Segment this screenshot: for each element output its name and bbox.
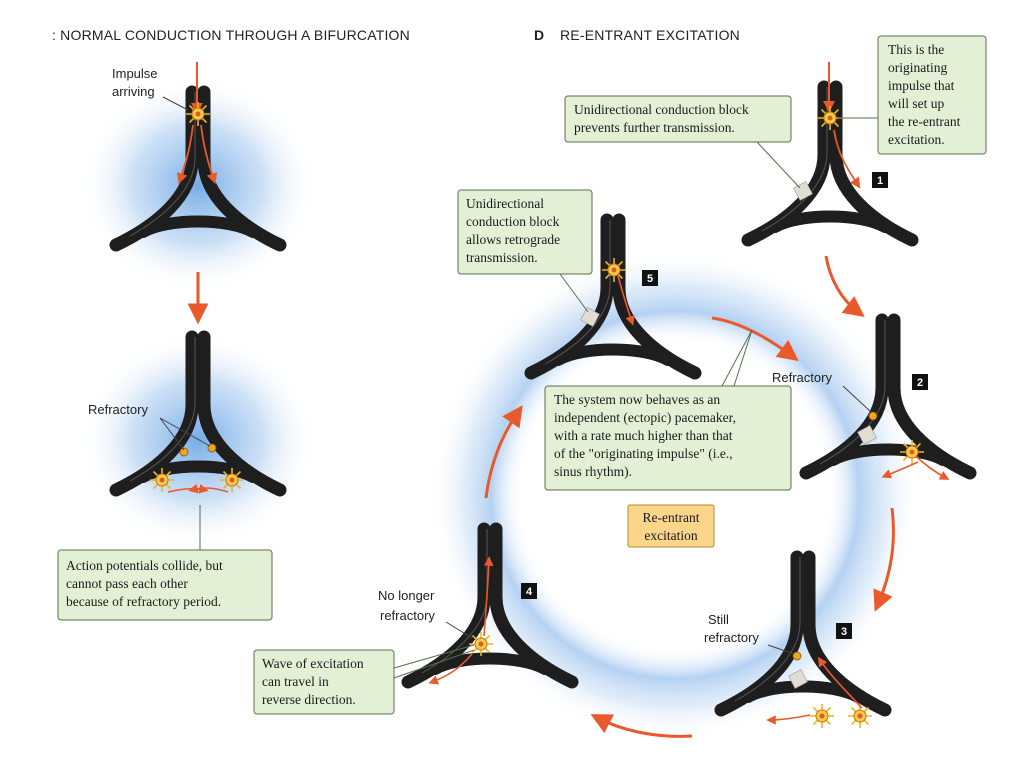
impulse-c-left bbox=[176, 124, 194, 185]
callout-collide-line-2: cannot pass each other bbox=[66, 576, 188, 591]
impulse-label-1: Impulse bbox=[112, 66, 158, 81]
callout-originating bbox=[877, 35, 987, 155]
callout-originating-line-4: will set up bbox=[888, 96, 944, 111]
callout-collide-line-3: because of refractory period. bbox=[66, 594, 221, 609]
callout-reverse-pointer-2 bbox=[393, 649, 475, 679]
callout-reverse-pointer-1 bbox=[393, 644, 475, 669]
callout-retrograde-line-3: allows retrograde bbox=[466, 232, 560, 247]
callout-reverse-line-1: Wave of excitation bbox=[262, 656, 364, 671]
callout-collide bbox=[57, 549, 273, 621]
callout-originating-line-5: the re-entrant bbox=[888, 114, 961, 129]
block-5 bbox=[580, 307, 600, 327]
block-2 bbox=[857, 425, 877, 445]
impulse-leader bbox=[162, 96, 189, 111]
still-refractory-leader bbox=[767, 644, 795, 655]
refractory-dot-3 bbox=[792, 651, 802, 661]
impulse-spark-4 bbox=[468, 631, 494, 657]
callout-block-line-2: prevents further transmission. bbox=[574, 120, 735, 135]
no-longer-label-1: No longer bbox=[378, 588, 435, 603]
impulse-4-down bbox=[428, 653, 473, 685]
step-1-badge bbox=[872, 172, 888, 188]
step-3-badge bbox=[836, 623, 852, 639]
callout-reverse-line-3: reverse direction. bbox=[262, 692, 356, 707]
callout-pacemaker-pointer-1 bbox=[721, 329, 753, 387]
callout-collide-line-1: Action potentials collide, but bbox=[66, 558, 223, 573]
step-5-number: 5 bbox=[647, 273, 653, 285]
impulse-5-down bbox=[617, 275, 635, 326]
impulse-4-up bbox=[483, 556, 494, 637]
impulse-spark-5 bbox=[601, 257, 627, 283]
impulse-spark-3-left bbox=[809, 703, 835, 729]
callout-reverse-line-2: can travel in bbox=[262, 674, 329, 689]
impulse-c-right bbox=[200, 124, 218, 185]
impulse-spark-3-right bbox=[847, 703, 873, 729]
callout-retrograde-line-4: transmission. bbox=[466, 250, 538, 265]
impulse-3-left bbox=[766, 714, 811, 725]
impulse-3-up bbox=[817, 656, 863, 709]
callout-originating-line-6: excitation. bbox=[888, 132, 945, 147]
re-entrant-glow-ring bbox=[430, 250, 920, 740]
callout-pacemaker-pointer-2 bbox=[733, 329, 753, 387]
no-longer-leader bbox=[445, 621, 473, 639]
refractory-label-2: Refractory bbox=[772, 370, 832, 385]
panel-d-heading: RE-ENTRANT EXCITATION bbox=[560, 27, 740, 43]
panel-d-letter: D bbox=[534, 27, 544, 43]
callout-block bbox=[564, 95, 792, 143]
refractory-leader-c-1 bbox=[159, 417, 185, 451]
still-refractory-label-1: Still bbox=[708, 612, 729, 627]
block-3 bbox=[788, 669, 808, 689]
no-longer-label-2: refractory bbox=[380, 608, 435, 623]
callout-pacemaker-line-3: with a rate much higher than that bbox=[554, 428, 733, 443]
callout-retrograde-line-2: conduction block bbox=[466, 214, 560, 229]
callout-pacemaker-line-4: of the "originating impulse" (i.e., bbox=[554, 446, 733, 461]
arrow-2-to-3 bbox=[873, 507, 895, 612]
callout-pacemaker bbox=[544, 385, 792, 491]
callout-pacemaker-line-5: sinus rhythm). bbox=[554, 464, 632, 479]
callout-pacemaker-line-2: independent (ectopic) pacemaker, bbox=[554, 410, 736, 425]
step-5-badge bbox=[642, 270, 658, 286]
step-2-badge bbox=[912, 374, 928, 390]
step-3-number: 3 bbox=[841, 626, 847, 638]
callout-block-pointer bbox=[756, 141, 801, 189]
callout-retrograde-pointer bbox=[559, 273, 589, 313]
arrow-3-to-4 bbox=[590, 714, 693, 738]
refractory-dot-2 bbox=[868, 411, 878, 421]
impulse-1-right bbox=[833, 129, 861, 189]
panel-c-heading: : NORMAL CONDUCTION THROUGH A BIFURCATIO… bbox=[52, 27, 410, 43]
re-entrant-center-box bbox=[627, 504, 715, 548]
callout-originating-line-2: originating bbox=[888, 60, 947, 75]
impulse-2-right bbox=[915, 455, 950, 480]
impulse-spark-c-right bbox=[219, 467, 245, 493]
refractory-label-c: Refractory bbox=[88, 402, 148, 417]
re-entrant-center-line-1: Re-entrant bbox=[643, 510, 700, 525]
callout-retrograde bbox=[457, 189, 593, 275]
step-1-number: 1 bbox=[877, 175, 883, 187]
callout-originating-line-1: This is the bbox=[888, 42, 944, 57]
still-refractory-label-2: refractory bbox=[704, 630, 759, 645]
step-4-number: 4 bbox=[526, 586, 533, 598]
refractory-leader-2 bbox=[842, 385, 872, 413]
callout-block-line-1: Unidirectional conduction block bbox=[574, 102, 749, 117]
refractory-leader-c-2 bbox=[159, 417, 211, 447]
glow-c-bottom bbox=[80, 332, 316, 548]
callout-reverse bbox=[253, 649, 395, 715]
step-2-number: 2 bbox=[917, 377, 923, 389]
arrow-1-to-2 bbox=[824, 255, 865, 318]
impulse-spark-c bbox=[185, 101, 211, 127]
refractory-dot-c-1 bbox=[179, 447, 189, 457]
arrow-4-to-5 bbox=[484, 405, 523, 499]
impulse-spark-c-left bbox=[149, 467, 175, 493]
callout-originating-line-3: impulse that bbox=[888, 78, 955, 93]
collide-arrow-2 bbox=[188, 483, 229, 494]
callout-pacemaker-line-1: The system now behaves as an bbox=[554, 392, 720, 407]
impulse-label-2: arriving bbox=[112, 84, 155, 99]
callout-retrograde-line-1: Unidirectional bbox=[466, 196, 544, 211]
re-entrant-center-line-2: excitation bbox=[644, 528, 697, 543]
arrow-5-to-2 bbox=[711, 316, 799, 362]
impulse-2-left bbox=[881, 461, 919, 479]
step-4-badge bbox=[521, 583, 537, 599]
